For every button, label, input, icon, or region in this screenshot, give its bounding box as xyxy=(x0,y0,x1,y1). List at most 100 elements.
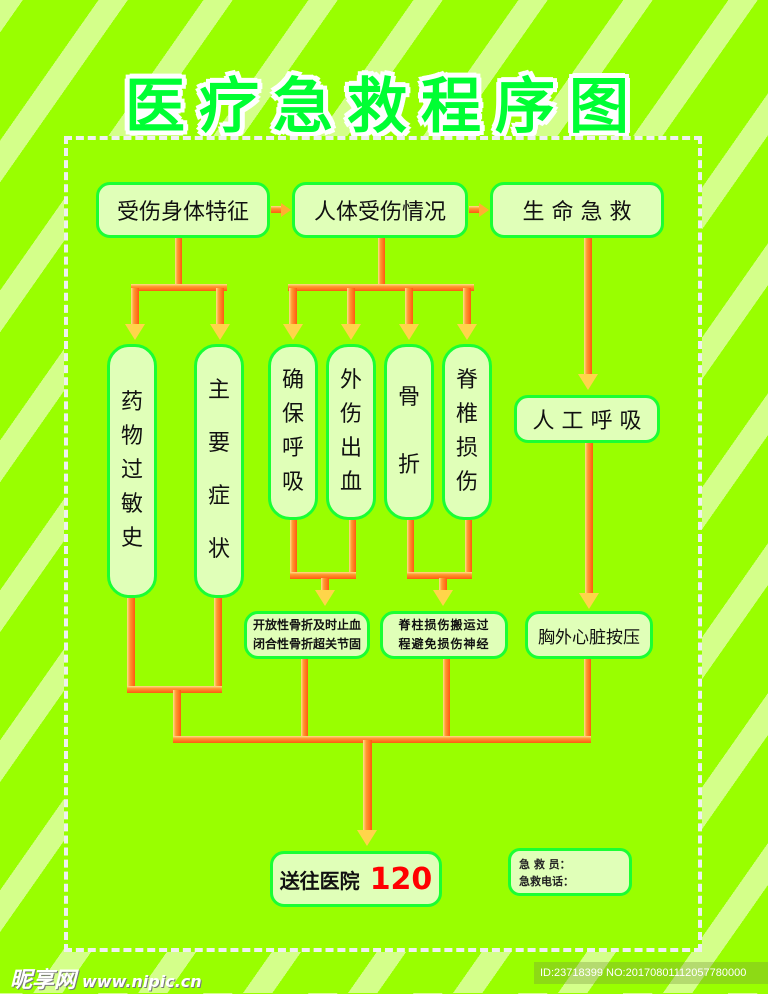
connector xyxy=(131,288,139,326)
box-label: 受伤身体特征 xyxy=(116,200,249,225)
connector xyxy=(407,572,472,579)
page-title: 医疗急救程序图 xyxy=(125,72,643,142)
connector xyxy=(584,659,591,739)
arrow-right-icon xyxy=(281,203,291,217)
char: 折 xyxy=(397,453,420,478)
char: 药 xyxy=(120,389,143,415)
rescuer-label: 急 救 员： xyxy=(519,858,571,871)
connector xyxy=(288,284,474,291)
arrow-down-icon xyxy=(457,324,477,340)
char: 伤 xyxy=(339,401,362,427)
box-fracture: 骨 折 xyxy=(384,344,434,520)
char: 呼 xyxy=(281,436,304,461)
connector xyxy=(301,659,308,739)
note-fracture: 开放性骨折及时止血 闭合性骨折超关节固 xyxy=(244,611,370,659)
connector xyxy=(290,520,297,576)
arrow-down-icon xyxy=(357,830,377,846)
char: 要 xyxy=(207,431,230,457)
char: 椎 xyxy=(455,401,478,427)
watermark-logo: 昵享网 www.nipic.cn xyxy=(10,962,202,994)
connector xyxy=(439,578,447,592)
box-label: 人体受伤情况 xyxy=(313,200,446,225)
arrow-down-icon xyxy=(283,324,303,340)
char: 过 xyxy=(120,457,143,483)
char: 症 xyxy=(207,484,230,509)
box-label: 人 工 呼 吸 xyxy=(532,409,642,434)
connector xyxy=(127,686,222,693)
emergency-number: 120 xyxy=(369,861,433,897)
connector xyxy=(131,284,227,291)
watermark-site-name: 昵享网 xyxy=(10,968,77,993)
connector xyxy=(289,288,297,326)
char: 保 xyxy=(281,401,304,427)
connector xyxy=(443,659,450,739)
arrow-down-icon xyxy=(210,324,230,340)
note-line: 程避免损伤神经 xyxy=(398,637,490,651)
char: 损 xyxy=(455,436,478,461)
arrow-down-icon xyxy=(578,374,598,390)
connector xyxy=(290,572,356,579)
watermark-id: ID:23718399 NO:20170801112057780000 xyxy=(534,962,768,984)
note-spine: 脊柱损伤搬运过 程避免损伤神经 xyxy=(380,611,508,659)
char: 状 xyxy=(207,536,230,562)
box-life-rescue: 生 命 急 救 xyxy=(490,182,664,238)
watermark-id-text: ID:23718399 NO:20170801112057780000 xyxy=(540,967,747,979)
box-send-to-hospital: 送往医院 120 xyxy=(270,851,442,907)
connector xyxy=(175,238,182,284)
connector xyxy=(585,443,593,595)
box-artificial-respiration: 人 工 呼 吸 xyxy=(514,395,660,443)
arrow-down-icon xyxy=(341,324,361,340)
connector xyxy=(469,206,481,213)
box-label: 胸外心脏按压 xyxy=(538,627,640,648)
connector xyxy=(463,288,471,326)
char: 确 xyxy=(281,367,304,393)
connector xyxy=(378,238,385,284)
box-injury-situation: 人体受伤情况 xyxy=(292,182,468,238)
arrow-down-icon xyxy=(315,590,335,606)
box-main-symptoms: 主 要 症 状 xyxy=(194,344,244,598)
arrow-down-icon xyxy=(579,593,599,609)
phone-label: 急救电话： xyxy=(519,874,574,888)
connector xyxy=(127,598,135,690)
connector xyxy=(321,578,329,592)
connector xyxy=(347,288,355,326)
arrow-right-icon xyxy=(479,203,489,217)
connector xyxy=(271,206,283,213)
note-line: 闭合性骨折超关节固 xyxy=(252,637,361,651)
char: 史 xyxy=(120,526,143,552)
connector xyxy=(216,288,224,326)
connector xyxy=(349,520,356,576)
char: 伤 xyxy=(455,470,478,496)
char: 敏 xyxy=(120,492,143,518)
char: 物 xyxy=(120,423,143,449)
box-external-bleeding: 外 伤 出 血 xyxy=(326,344,376,520)
connector xyxy=(584,238,592,376)
char: 出 xyxy=(339,436,362,461)
box-drug-allergy: 药 物 过 敏 史 xyxy=(107,344,157,598)
char: 骨 xyxy=(397,384,420,410)
connector xyxy=(214,598,222,690)
connector xyxy=(405,288,413,326)
watermark-url: www.nipic.cn xyxy=(82,972,202,991)
connector xyxy=(465,520,472,576)
arrow-down-icon xyxy=(125,324,145,340)
box-chest-compression: 胸外心脏按压 xyxy=(525,611,653,659)
connector xyxy=(173,736,591,743)
connector xyxy=(173,690,181,742)
arrow-down-icon xyxy=(433,590,453,606)
note-line: 脊柱损伤搬运过 xyxy=(398,617,490,632)
box-body-features: 受伤身体特征 xyxy=(96,182,270,238)
note-line: 开放性骨折及时止血 xyxy=(252,617,361,632)
rescuer-info-box: 急 救 员： 急救电话： xyxy=(508,848,632,896)
final-label: 送往医院 xyxy=(279,868,360,893)
arrow-down-icon xyxy=(399,324,419,340)
box-spine-injury: 脊 椎 损 伤 xyxy=(442,344,492,520)
char: 血 xyxy=(339,470,362,496)
connector xyxy=(363,740,372,834)
connector xyxy=(407,520,414,576)
char: 吸 xyxy=(281,470,304,496)
char: 外 xyxy=(339,367,362,393)
char: 脊 xyxy=(455,367,478,393)
char: 主 xyxy=(207,378,230,404)
box-label: 生 命 急 救 xyxy=(522,200,632,225)
